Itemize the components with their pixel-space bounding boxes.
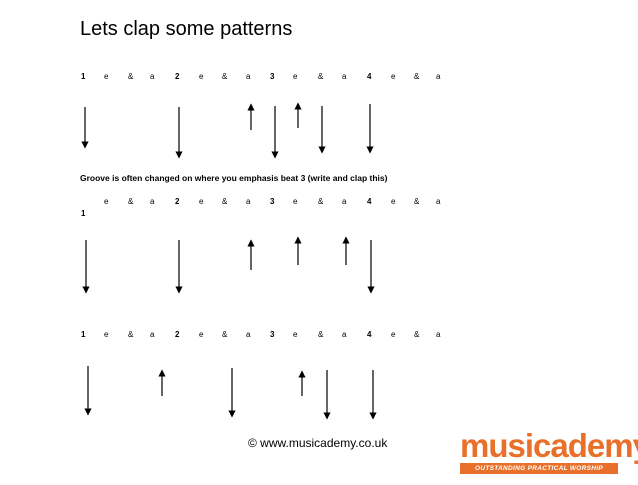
page-title: Lets clap some patterns	[80, 18, 293, 40]
count-r2-11: &	[318, 197, 324, 206]
count-r3-11: &	[318, 330, 324, 339]
count-r1-6: e	[199, 72, 204, 81]
count-r2-8: a	[246, 197, 251, 206]
footer-copyright: © www.musicademy.co.uk	[248, 436, 388, 450]
count-r2-14: e	[391, 197, 396, 206]
count-r1-7: &	[222, 72, 228, 81]
count-r2-7: &	[222, 197, 228, 206]
count-r3-12: a	[342, 330, 347, 339]
count-r2-2: e	[104, 197, 109, 206]
logo-tagline: OUTSTANDING PRACTICAL WORSHIP TRAINING	[460, 463, 618, 483]
count-r2-4: a	[150, 197, 155, 206]
count-r2-9: 3	[270, 197, 275, 206]
count-r3-3: &	[128, 330, 134, 339]
count-r1-16: a	[436, 72, 441, 81]
count-r3-13: 4	[367, 330, 372, 339]
count-r1-12: a	[342, 72, 347, 81]
count-r1-15: &	[414, 72, 420, 81]
count-r1-3: &	[128, 72, 134, 81]
count-r3-7: &	[222, 330, 228, 339]
logo-wordmark: musicademy	[460, 427, 638, 464]
count-r1-1: 1	[81, 72, 86, 81]
count-r3-2: e	[104, 330, 109, 339]
count-r1-11: &	[318, 72, 324, 81]
count-r1-10: e	[293, 72, 298, 81]
count-r1-13: 4	[367, 72, 372, 81]
count-r2-6: e	[199, 197, 204, 206]
count-r3-6: e	[199, 330, 204, 339]
count-r3-16: a	[436, 330, 441, 339]
count-r3-14: e	[391, 330, 396, 339]
count-r2-10: e	[293, 197, 298, 206]
count-r2-16: a	[436, 197, 441, 206]
count-r1-4: a	[150, 72, 155, 81]
count-r3-5: 2	[175, 330, 180, 339]
count-r3-8: a	[246, 330, 251, 339]
count-r3-4: a	[150, 330, 155, 339]
count-r2-1: 1	[81, 209, 86, 218]
count-r3-10: e	[293, 330, 298, 339]
count-r1-2: e	[104, 72, 109, 81]
count-r1-8: a	[246, 72, 251, 81]
count-r2-13: 4	[367, 197, 372, 206]
musicademy-logo: musicademy OUTSTANDING PRACTICAL WORSHIP…	[460, 429, 638, 483]
count-r1-5: 2	[175, 72, 180, 81]
count-r2-5: 2	[175, 197, 180, 206]
count-r3-9: 3	[270, 330, 275, 339]
count-r2-3: &	[128, 197, 134, 206]
count-r2-15: &	[414, 197, 420, 206]
count-r2-12: a	[342, 197, 347, 206]
count-r3-1: 1	[81, 330, 86, 339]
count-r1-14: e	[391, 72, 396, 81]
count-r1-9: 3	[270, 72, 275, 81]
groove-note: Groove is often changed on where you emp…	[80, 173, 388, 183]
count-r3-15: &	[414, 330, 420, 339]
